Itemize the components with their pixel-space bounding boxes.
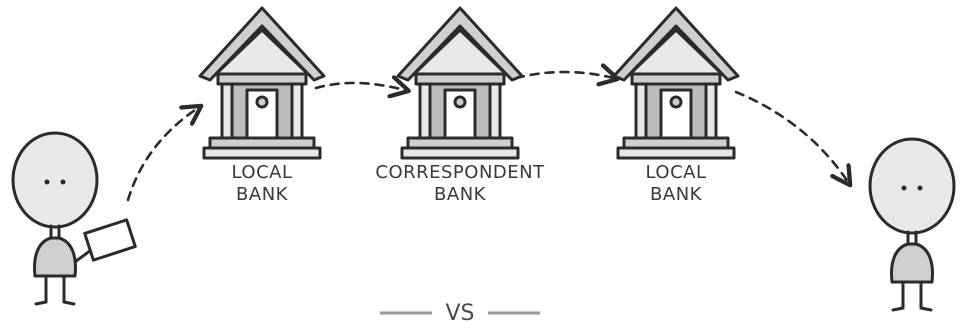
bank-label-line1: LOCAL [232, 162, 293, 183]
local-bank-sender: LOCAL BANK [198, 6, 326, 205]
correspondent-bank: CORRESPONDENT BANK [375, 6, 545, 205]
local-bank-recipient: LOCAL BANK [612, 6, 740, 205]
bank-building-icon [396, 6, 524, 160]
bank-building-icon [612, 6, 740, 160]
bank-label-line2: BANK [236, 184, 289, 205]
money-envelope-icon [73, 218, 137, 264]
bank-label-line1: LOCAL [646, 162, 707, 183]
arrow-correspondent-to-local [514, 72, 614, 78]
arrow-local-bank-to-recipient [734, 90, 848, 182]
arrow-local-to-correspondent [314, 83, 405, 90]
bank-label-line2: BANK [434, 184, 487, 205]
bank-building-icon [198, 6, 326, 160]
sender-person [11, 131, 99, 306]
bank-label-line1: CORRESPONDENT [375, 162, 545, 183]
vs-separator: VS [380, 301, 540, 326]
vs-label: VS [445, 301, 474, 325]
recipient-person [868, 137, 956, 312]
bank-label-line2: BANK [650, 184, 703, 205]
arrow-sender-to-local-bank [126, 108, 198, 202]
